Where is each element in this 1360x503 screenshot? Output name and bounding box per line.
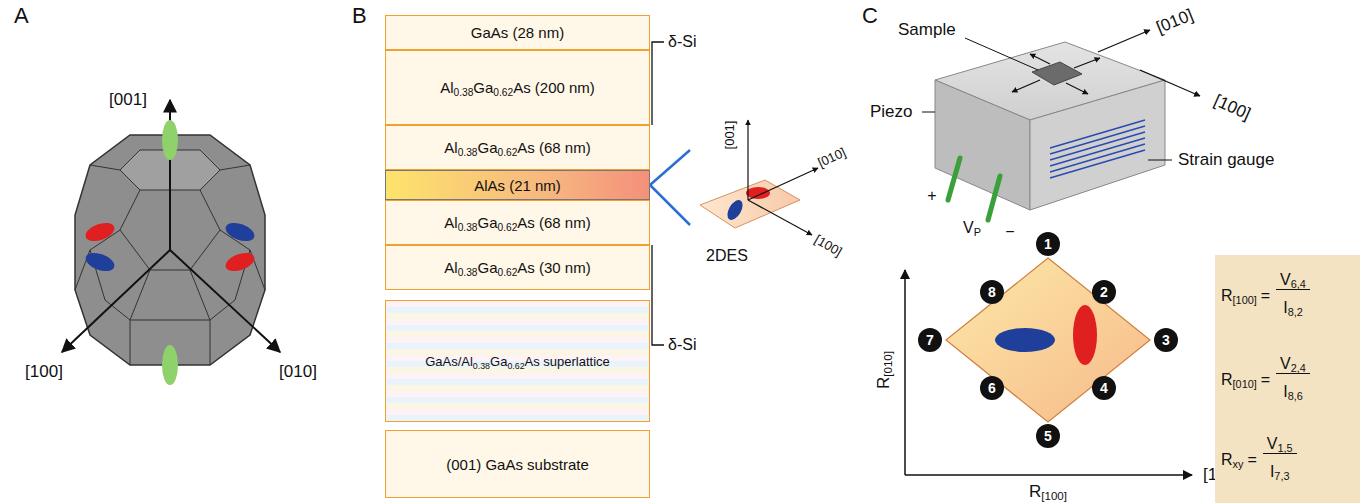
formula-term: V1,5	[1263, 435, 1297, 454]
contact-marker: 6	[980, 376, 1004, 400]
layer-label: Al0.38Ga0.62As (68 nm)	[444, 214, 590, 231]
equals-sign: =	[1261, 287, 1270, 305]
annotation-label: [001]	[109, 91, 147, 110]
annotation-label: δ-Si	[668, 336, 696, 354]
formula-term: I8,2	[1276, 299, 1310, 317]
layer-box: (001) GaAs substrate	[385, 430, 650, 498]
callout-number: 2	[1100, 284, 1108, 300]
layer-label: GaAs/Al0.38Ga0.62As superlattice	[425, 354, 610, 369]
formula-term: I8,6	[1276, 383, 1310, 401]
annotation-label: [010]	[279, 363, 317, 382]
layer-box: Al0.38Ga0.62As (68 nm)	[385, 125, 650, 170]
callout-number: 8	[988, 284, 996, 300]
callout-number: 7	[926, 332, 934, 348]
equals-sign: =	[1247, 451, 1256, 469]
equals-sign: =	[1261, 371, 1270, 389]
sample-square	[905, 258, 1192, 475]
layer-box: AlAs (21 nm)	[385, 170, 650, 200]
layer-label: AlAs (21 nm)	[474, 177, 561, 194]
contact-marker: 7	[918, 328, 942, 352]
annotation-label: Strain gauge	[1178, 151, 1274, 170]
contact-marker: 3	[1154, 328, 1178, 352]
layer-label: Al0.38Ga0.62As (68 nm)	[444, 139, 590, 156]
layer-label: Al0.38Ga0.62As (200 nm)	[440, 79, 595, 96]
formula-term: R[010]	[1221, 371, 1257, 389]
annotation-label: Sample	[898, 21, 956, 40]
annotation-label: δ-Si	[668, 33, 696, 51]
piezo-stack	[922, 30, 1200, 220]
annotation-label: [100]	[25, 363, 63, 382]
panel-letter: A	[14, 4, 29, 28]
annotation-label: R[100]	[1029, 483, 1067, 502]
contact-marker: 4	[1092, 376, 1116, 400]
brillouin-zone	[62, 100, 280, 385]
callout-number: 1	[1044, 236, 1052, 252]
annotation-label: [100]	[1211, 92, 1253, 124]
layer-box: Al0.38Ga0.62As (68 nm)	[385, 200, 650, 245]
callout-number: 3	[1162, 332, 1170, 348]
layer-box: Al0.38Ga0.62As (200 nm)	[385, 50, 650, 125]
annotation-label: VP	[963, 219, 981, 237]
annotation-label: [010]	[1154, 6, 1196, 37]
contact-marker: 2	[1092, 280, 1116, 304]
panel-letter: B	[352, 4, 367, 28]
layer-box: GaAs/Al0.38Ga0.62As superlattice	[385, 300, 650, 422]
formula-term: R[100]	[1221, 287, 1257, 305]
callout-number: 5	[1044, 428, 1052, 444]
annotation-label: [010]	[816, 145, 848, 170]
layer-label: (001) GaAs substrate	[446, 456, 589, 473]
callout-number: 6	[988, 380, 996, 396]
panel-letter: C	[862, 4, 878, 28]
formula-term: V6,4	[1276, 271, 1310, 290]
layer-box: Al0.38Ga0.62As (30 nm)	[385, 245, 650, 290]
annotation-label: Piezo	[870, 103, 913, 122]
annotation-label: R[010]	[875, 351, 894, 389]
layer-box: GaAs (28 nm)	[385, 15, 650, 50]
contact-marker: 5	[1036, 424, 1060, 448]
annotation-label: [100]	[812, 233, 844, 260]
contact-marker: 8	[980, 280, 1004, 304]
annotation-label: −	[1005, 223, 1014, 241]
formula-term: I7,3	[1263, 463, 1297, 481]
annotation-label: +	[927, 187, 936, 205]
formula-panel: R[100]=V6,4I8,2R[010]=V2,4I8,6Rxy=V1,5I7…	[1215, 255, 1360, 503]
annotation-label: 2DES	[706, 247, 748, 265]
annotation-label: [001]	[723, 121, 737, 150]
layer-label: Al0.38Ga0.62As (30 nm)	[444, 259, 590, 276]
formula-term: V2,4	[1276, 355, 1310, 374]
layer-label: GaAs (28 nm)	[471, 24, 564, 41]
contact-marker: 1	[1036, 232, 1060, 256]
callout-number: 4	[1100, 380, 1108, 396]
formula-term: Rxy	[1221, 451, 1243, 469]
